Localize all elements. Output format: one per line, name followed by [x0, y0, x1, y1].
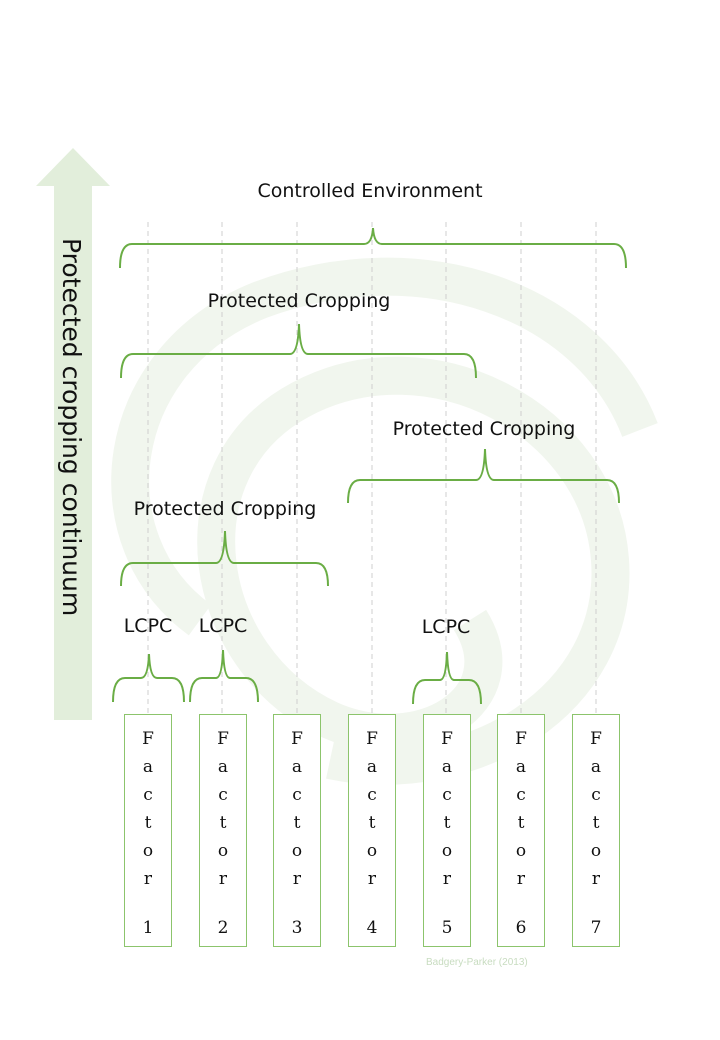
continuum-axis-label-container: Protected cropping continuum — [52, 238, 92, 638]
factor-number: 1 — [142, 918, 154, 938]
continuum-axis-label: Protected cropping continuum — [57, 238, 86, 617]
factor-number: 2 — [217, 918, 229, 938]
factor-number: 5 — [441, 918, 453, 938]
watermark-logo — [111, 257, 658, 785]
factor-guide-lines — [147, 222, 597, 714]
brace-lcpc-1 — [112, 653, 185, 703]
lcpc-label-1: LCPC — [123, 615, 173, 637]
factor-number: 4 — [366, 918, 378, 938]
continuum-arrow — [36, 148, 110, 720]
brace-lcpc-3 — [412, 651, 482, 705]
credit-text: Badgery-Parker (2013) — [426, 957, 528, 968]
protected-cropping-label-1: Protected Cropping — [207, 290, 391, 312]
protected-cropping-label-2: Protected Cropping — [392, 418, 576, 440]
brace-controlled-environment — [119, 227, 627, 269]
lcpc-label-3: LCPC — [421, 616, 471, 638]
brace-protected-cropping-3 — [120, 530, 329, 587]
factor-number: 6 — [515, 918, 527, 938]
factor-number: 3 — [291, 918, 303, 938]
brace-protected-cropping-1 — [120, 323, 477, 379]
controlled-environment-label: Controlled Environment — [257, 180, 483, 202]
brace-lcpc-2 — [189, 649, 259, 703]
protected-cropping-label-3: Protected Cropping — [133, 498, 317, 520]
factor-number: 7 — [590, 918, 602, 938]
lcpc-label-2: LCPC — [198, 615, 248, 637]
brace-protected-cropping-2 — [347, 448, 620, 504]
